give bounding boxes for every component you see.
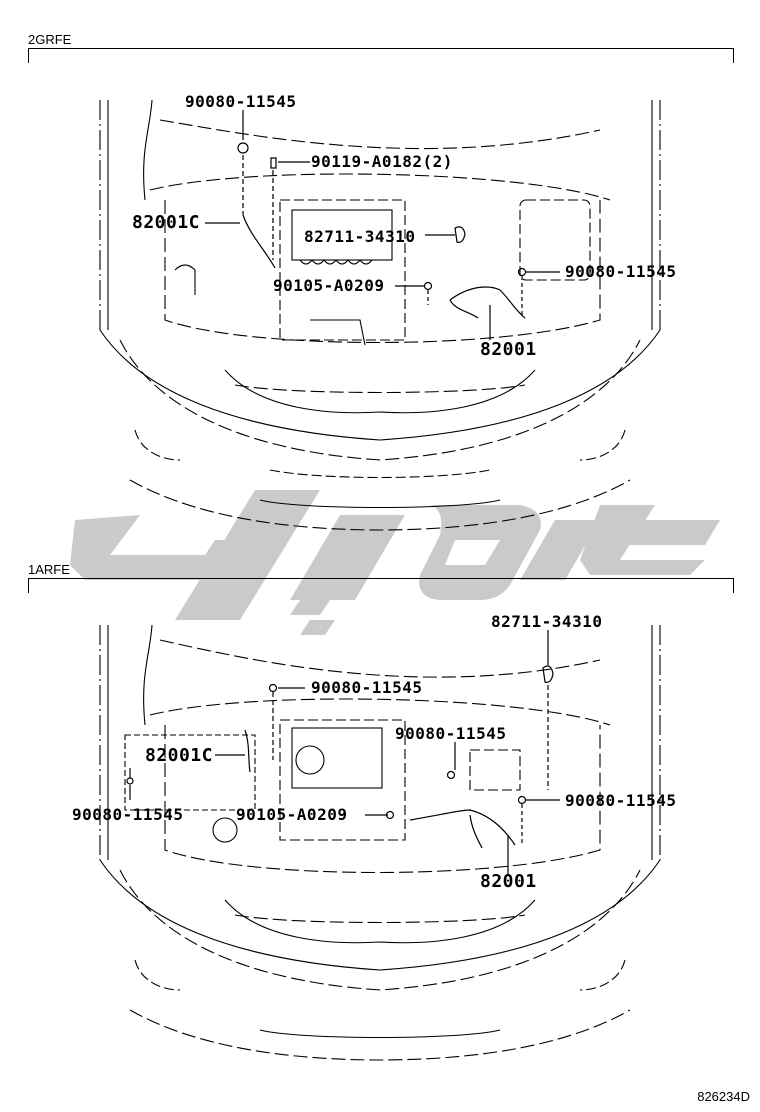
- part-label[interactable]: 90119-A0182(2): [311, 152, 453, 171]
- part-label[interactable]: 82001C: [132, 212, 201, 233]
- bottom-car-outline: [99, 624, 661, 1061]
- section-frame-2grfe: [28, 48, 734, 63]
- drawing-id: 826234D: [697, 1089, 750, 1104]
- part-label[interactable]: 90080-11545: [185, 92, 297, 111]
- section-label-1arfe: 1ARFE: [28, 562, 70, 577]
- section-frame-1arfe: [28, 578, 734, 593]
- top-car-outline: [99, 99, 661, 531]
- part-label[interactable]: 90080-11545: [565, 262, 677, 281]
- bottom-leader-lines: [126, 630, 560, 875]
- part-label[interactable]: 90080-11545: [565, 791, 677, 810]
- section-label-2grfe: 2GRFE: [28, 32, 72, 47]
- part-label[interactable]: 82711-34310: [491, 612, 603, 631]
- part-label[interactable]: 90080-11545: [72, 805, 184, 824]
- part-label[interactable]: 82001: [480, 871, 537, 892]
- part-label[interactable]: 90080-11545: [395, 724, 507, 743]
- part-label[interactable]: 90080-11545: [311, 678, 423, 697]
- watermark-logo: [70, 490, 720, 635]
- part-label[interactable]: 82001: [480, 339, 537, 360]
- part-label[interactable]: 82711-34310: [304, 227, 416, 246]
- top-leader-lines: [205, 110, 560, 340]
- part-label[interactable]: 90105-A0209: [273, 276, 385, 295]
- part-label[interactable]: 90105-A0209: [236, 805, 348, 824]
- part-label[interactable]: 82001C: [145, 745, 214, 766]
